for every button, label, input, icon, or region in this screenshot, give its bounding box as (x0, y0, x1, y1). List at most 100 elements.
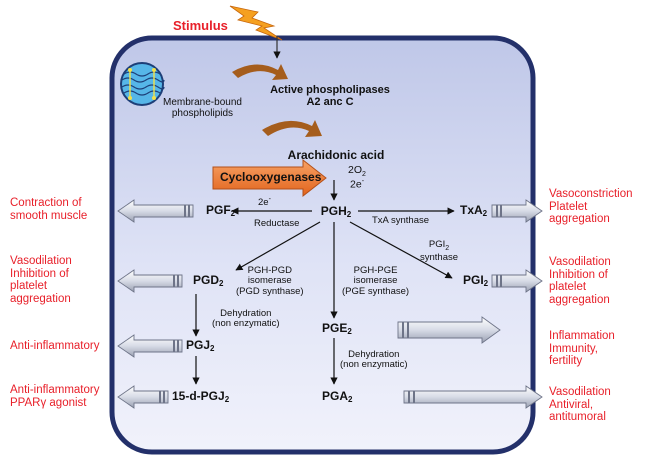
cell-membrane (109, 35, 536, 455)
pgh-to-pgd-arrow (235, 221, 321, 271)
phospholipases-line1: Active phospholipases (270, 84, 390, 96)
dehydration-left-line2: (non enzymatic) (212, 318, 280, 330)
pgh2-main: PGH (320, 204, 347, 218)
cyclooxygenase-arrow (212, 158, 327, 198)
txa2-effect-line1: Vasoconstriction (549, 188, 633, 200)
membrane-label-line2: phospholipids (171, 108, 234, 119)
phospholipases-label: Active phospholipases A2 anc C (270, 84, 390, 108)
membrane-phospholipids-label: Membrane-bound phospholipids (163, 97, 242, 119)
txa2-node: TxA2 (460, 203, 488, 219)
curved-arrow-icon (262, 120, 322, 137)
block-arrow-left (117, 269, 183, 293)
block-arrow-left (117, 199, 194, 223)
15d-pgj2-main: 15-d-PGJ (172, 389, 225, 403)
pgj2-effect: Anti-inflammatory (10, 340, 99, 353)
block-arrow-right (491, 269, 543, 293)
pga2-effect-line2: Antiviral, (549, 398, 594, 411)
pga2-sub: 2 (348, 395, 353, 404)
pgj2-main: PGJ (186, 338, 211, 352)
block-arrow-right (403, 385, 543, 409)
txa2-effect-line2: Platelet (549, 200, 588, 213)
pgi-synthase-line1-text: PGI (428, 239, 446, 250)
pgf2-effect-line1: Contraction of (10, 197, 82, 209)
pgi-synthase-line1-sub: 2 (445, 244, 450, 252)
txa2-effect: Vasoconstriction Platelet aggregation (549, 188, 633, 226)
pgi2-effect-line4: aggregation (549, 293, 610, 306)
pgi2-effect-line1: Vasodilation (549, 256, 611, 268)
reductase-e-text: 2e (258, 197, 269, 209)
block-arrow-right (397, 316, 501, 344)
pge2-node: PGE2 (322, 321, 352, 337)
pgf2-effect: Contraction of smooth muscle (10, 197, 87, 222)
curved-arrow-icon (232, 64, 288, 80)
pge-isomerase-line3: (PGE synthase) (342, 285, 410, 297)
pgd2-effect: Vasodilation Inhibition of platelet aggr… (10, 255, 72, 306)
pgi-synthase-label: PGI2 synthase (420, 239, 459, 263)
reductase-label: Reductase (254, 218, 300, 229)
txa2-sub: 2 (482, 209, 488, 218)
membrane-label-line1: Membrane-bound (163, 97, 242, 108)
electrons-label: 2e- (350, 178, 364, 191)
cyclooxygenases-label: Cyclooxygenases (220, 170, 322, 184)
dehydration-left-line1: Dehydration (220, 308, 272, 319)
pgj2-sub: 2 (210, 344, 215, 353)
dehydration-right-line2: (non enzymatic) (340, 359, 408, 371)
15d-pgj2-effect-line1: Anti-inflammatory (10, 384, 100, 396)
pgf2-sub: 2 (230, 209, 236, 218)
15d-pgj2-effect: Anti-inflammatory PPARγ agonist (10, 384, 99, 409)
pgj2-node: PGJ2 (186, 338, 215, 354)
pgi2-node: PGI2 (463, 273, 488, 289)
pgd2-effect-line2: Inhibition of (10, 267, 69, 280)
lightning-bolt-icon (229, 5, 283, 41)
pgh-to-pgi-arrow (349, 221, 453, 279)
txa-synthase-label: TxA synthase (372, 215, 430, 226)
pgf2-node: PGF2 (206, 203, 236, 219)
pgd2-effect-line3: platelet (10, 280, 48, 293)
dehydration-left-label: Dehydration (non enzymatic) (212, 308, 280, 330)
pgi-synthase-line1: PGI2 (420, 239, 458, 253)
pgf2-main: PGF (206, 203, 231, 217)
electrons-text: 2e (350, 178, 362, 191)
pge2-effect: Inflammation Immunity, fertility (549, 330, 615, 368)
15d-pgj2-sub: 2 (224, 395, 230, 404)
pgd-isomerase-line1: PGH-PGD (247, 265, 292, 276)
pge2-effect-line1: Inflammation (549, 330, 615, 342)
stimulus-label: Stimulus (173, 18, 228, 33)
pge-isomerase-line2: isomerase (353, 275, 398, 287)
electrons-superscript: - (361, 178, 365, 185)
pga2-node: PGA2 (322, 389, 353, 405)
reductase-e-sup: - (268, 196, 271, 203)
pgi-synthase-line2: synthase (420, 251, 459, 263)
pgf2-effect-line2: smooth muscle (10, 209, 88, 222)
o2-text: 2O (348, 164, 363, 176)
pge2-effect-line2: Immunity, (549, 342, 598, 355)
pgd2-main: PGD (193, 273, 220, 287)
arachidonic-acid-label: Arachidonic acid (287, 148, 385, 162)
pga2-effect: Vasodilation Antiviral, antitumoral (549, 386, 611, 424)
pgd2-effect-line4: aggregation (10, 292, 71, 305)
txa2-main: TxA (460, 203, 483, 217)
phospholipid-sphere-icon (120, 62, 165, 106)
pgh2-node: PGH2 (320, 204, 352, 220)
block-arrow-left (117, 334, 183, 358)
phospholipases-line2: A2 anc C (306, 96, 354, 109)
pgd-isomerase-line3: (PGD synthase) (236, 285, 304, 297)
pgd2-sub: 2 (219, 279, 224, 288)
15d-pgj2-effect-line2: PPARγ agonist (10, 396, 87, 409)
dehydration-right-label: Dehydration (non enzymatic) (340, 349, 408, 371)
block-arrow-right (491, 199, 543, 223)
pga2-main: PGA (322, 389, 349, 403)
pge-isomerase-line1: PGH-PGE (353, 265, 398, 276)
txa2-effect-line3: aggregation (549, 213, 610, 226)
dehydration-right-line1: Dehydration (348, 349, 400, 360)
block-arrow-left (117, 385, 169, 409)
pgd-isomerase-label: PGH-PGD isomerase (PGD synthase) (236, 265, 304, 297)
15d-pgj2-node: 15-d-PGJ2 (172, 389, 230, 405)
pgd2-node: PGD2 (193, 273, 224, 289)
pgh2-sub: 2 (346, 210, 352, 219)
pgd-isomerase-line2: isomerase (247, 275, 292, 287)
pgd2-effect-line1: Vasodilation (10, 255, 72, 267)
o2-subscript: 2 (362, 171, 366, 179)
